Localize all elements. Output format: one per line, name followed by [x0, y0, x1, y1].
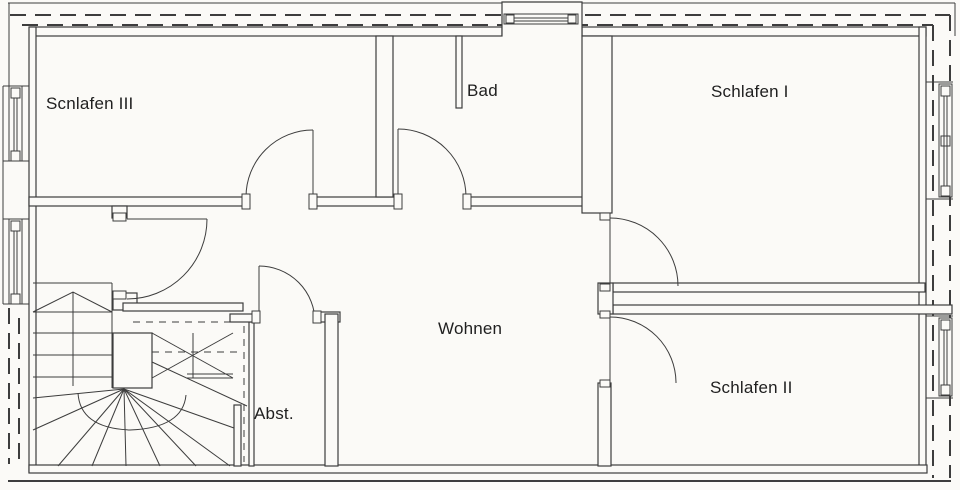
window-dormer-top-icon: [503, 13, 579, 25]
window-left-upper-icon: [8, 85, 23, 162]
room-label-bad: Bad: [467, 81, 498, 100]
door-bad-icon: [397, 128, 467, 198]
door-abst-icon: [258, 265, 316, 323]
walls: [28, 1, 953, 474]
eaves-outline: [2, 2, 956, 482]
bad-partition-wall: [455, 35, 463, 109]
room-label-schlafen-i: Schlafen I: [711, 82, 789, 101]
room-label-schlafen-ii: Schlafen II: [710, 378, 793, 397]
door-schlafen-i-icon: [609, 217, 679, 287]
winder-staircase-icon: [32, 282, 248, 467]
room-label-wohnen: Wohnen: [438, 319, 503, 338]
window-left-lower-icon: [8, 218, 23, 305]
room-label-abst: Abst.: [254, 404, 294, 423]
door-schlafen-ii-icon: [609, 316, 677, 384]
window-right-lower-icon: [938, 317, 953, 397]
door-stops: [112, 193, 611, 388]
window-right-upper-icon: [938, 83, 953, 198]
door-schlafen-iii-icon: [245, 129, 314, 198]
door-hall-icon: [126, 218, 208, 300]
room-label-schlafen-iii: Scnlafen III: [46, 94, 134, 113]
